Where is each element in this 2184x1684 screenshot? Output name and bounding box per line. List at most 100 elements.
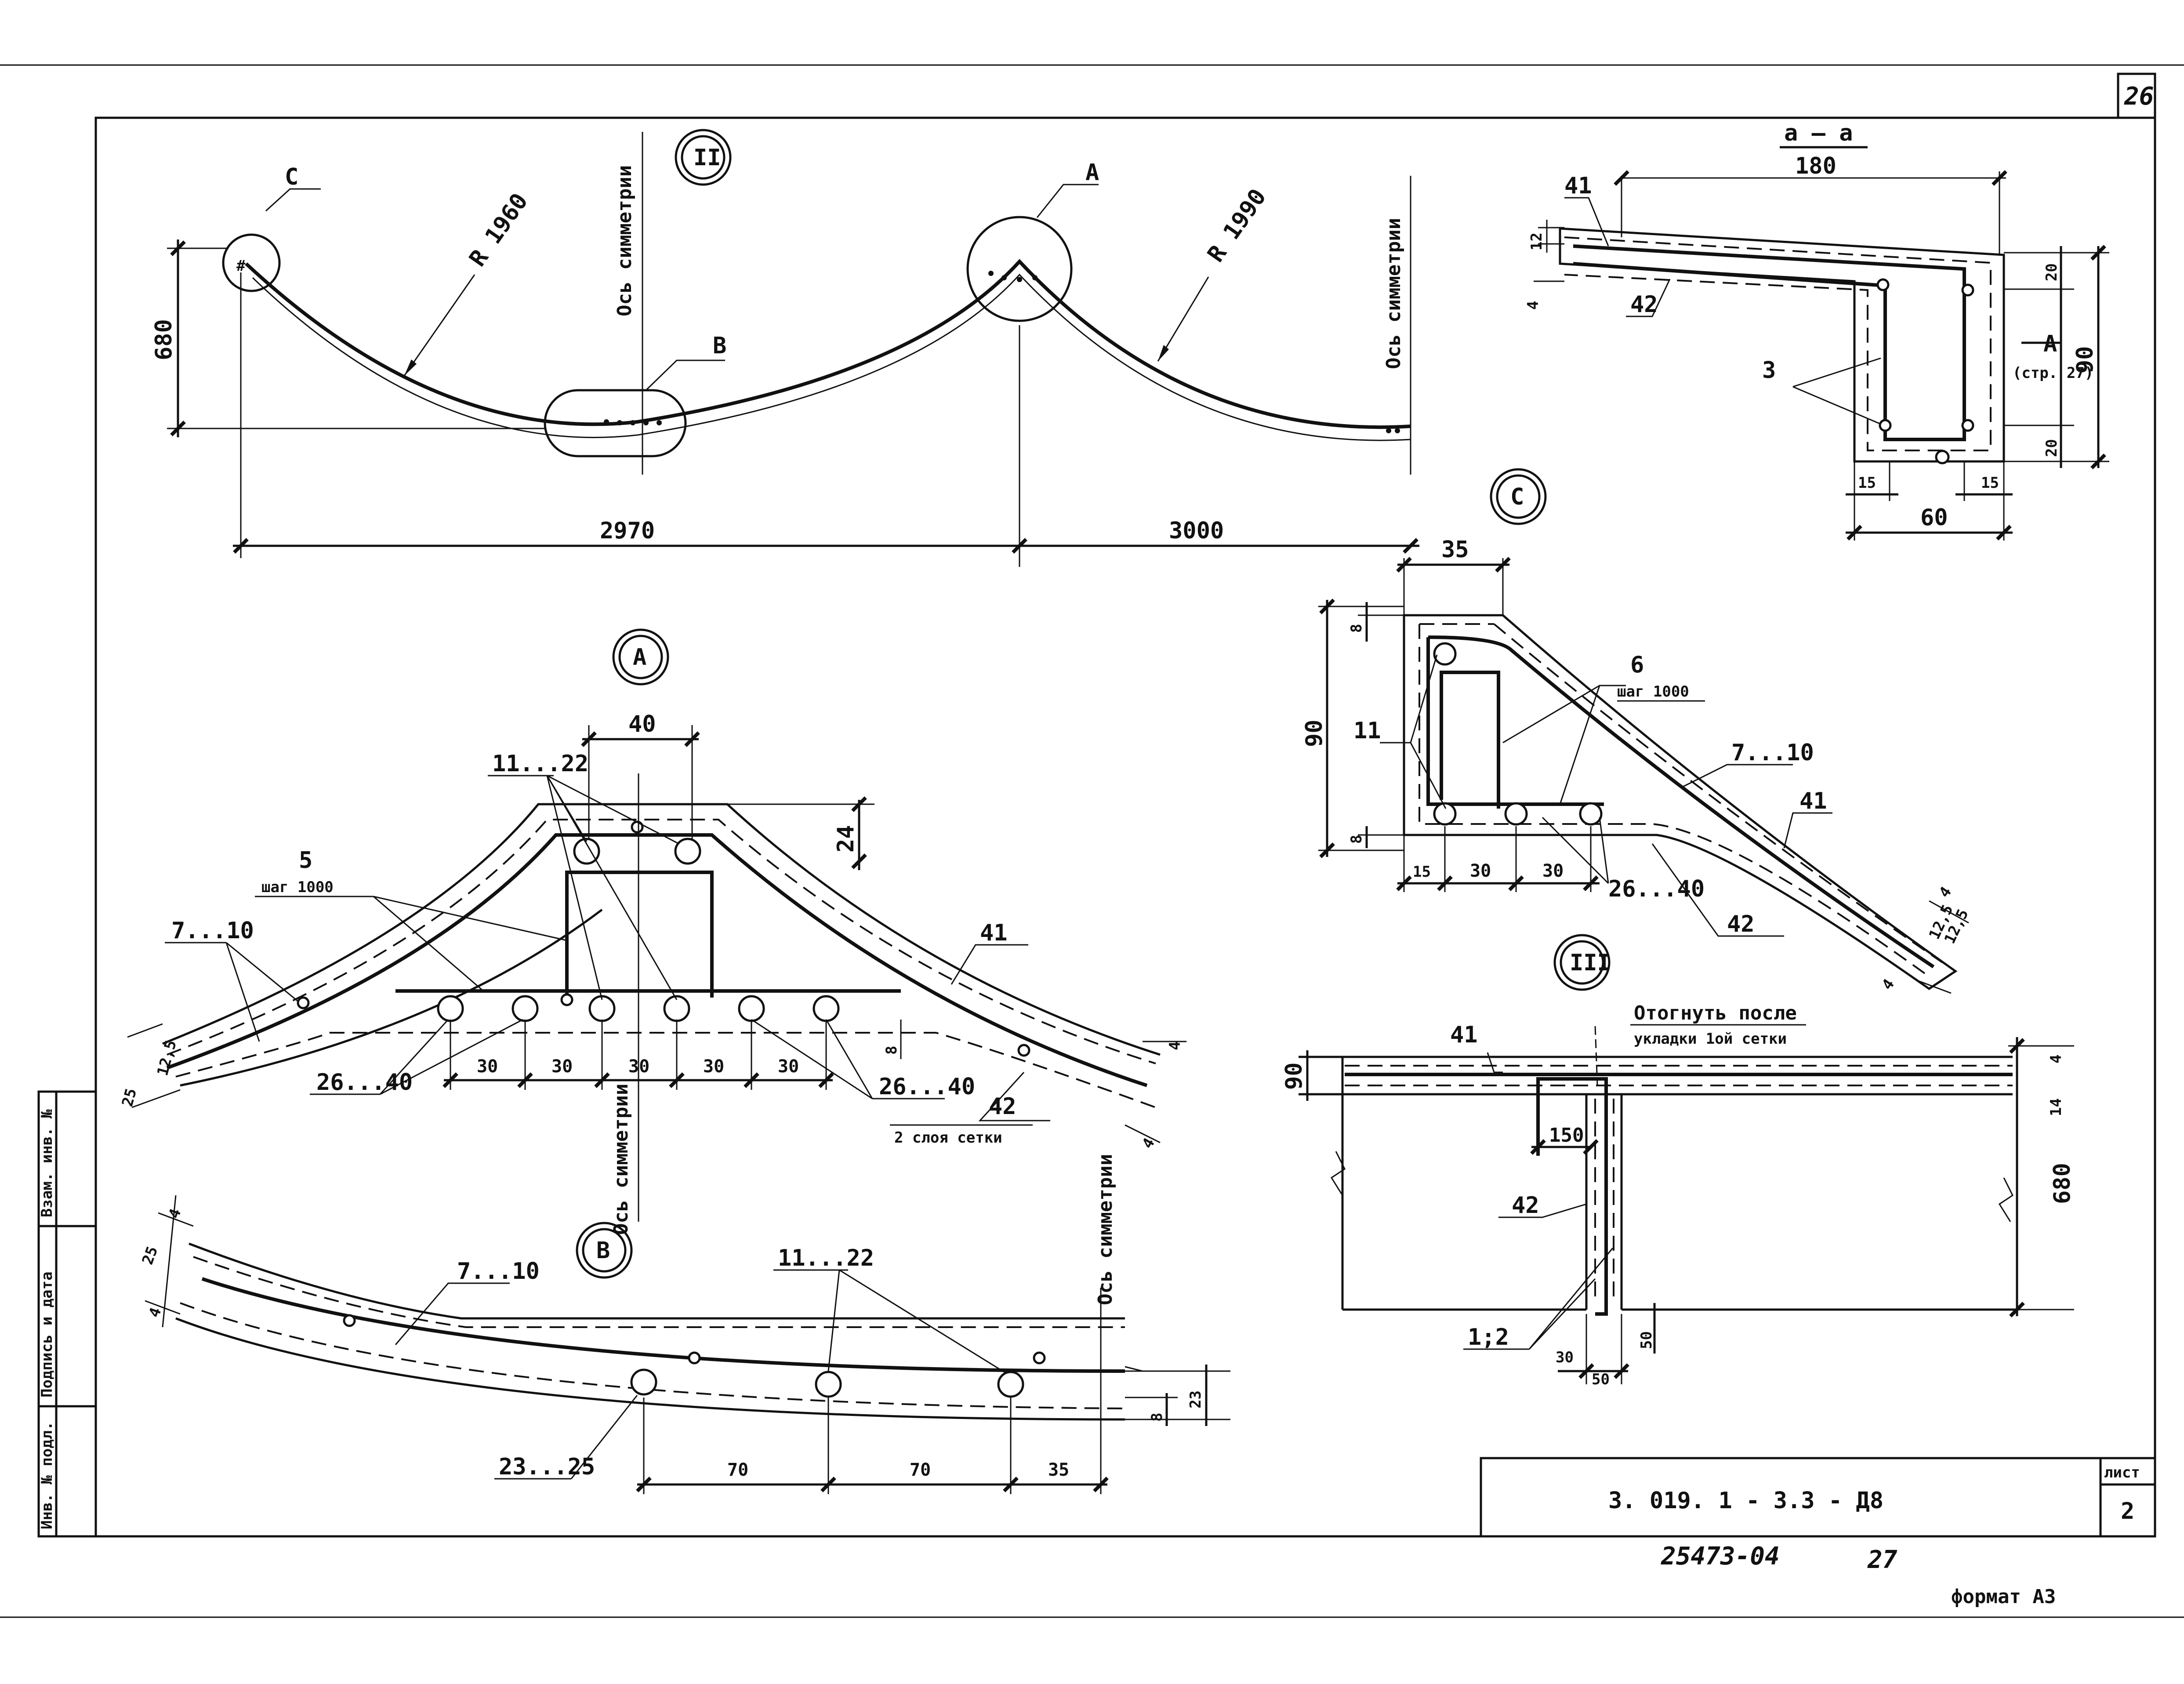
detail-a: А 40 24 Ось симметрии 11...22 <box>119 628 1186 1235</box>
detail-c-label-42: 42 <box>1727 911 1755 937</box>
detail-a-badge: А <box>633 644 646 671</box>
callout-c: С <box>285 164 298 190</box>
section-aa-label-42: 42 <box>1630 291 1658 318</box>
detail-a-label-5: 5 <box>299 847 312 874</box>
section-aa-label-3: 3 <box>1762 357 1776 384</box>
view-main-symmetry-2: Ось симметрии <box>1382 218 1405 369</box>
detail-b-dim-70-a: 70 <box>727 1460 748 1480</box>
archive-number: 25473-04 <box>1661 1542 1780 1571</box>
detail-c-label-41: 41 <box>1799 788 1827 814</box>
view-main-span-2: 3000 <box>1169 518 1224 544</box>
detail-a-dim-40: 40 <box>628 711 656 737</box>
detail-b-dim-25: 25 <box>139 1244 162 1267</box>
view-main-symmetry-1: Ось симметрии <box>613 165 636 316</box>
detail-c: С 35 90 8 8 <box>1301 468 1972 994</box>
stamp-col-1: Инв. № подл. <box>38 1421 56 1529</box>
detail-a-label-11-22: 11...22 <box>492 751 588 777</box>
section-aa: а — а 180 12 4 41 42 3 <box>1524 120 2109 541</box>
detail-c-dim-30-b: 30 <box>1542 861 1564 881</box>
detail-iii-badge: III <box>1570 950 1611 976</box>
section-aa-dim-4: 4 <box>1524 301 1542 310</box>
detail-a-dim-30-1: 30 <box>477 1056 498 1077</box>
detail-c-label-26-40: 26...40 <box>1608 876 1705 902</box>
detail-b-dim-35: 35 <box>1048 1460 1069 1480</box>
detail-c-badge: С <box>1510 484 1524 510</box>
detail-a-dim-30-4: 30 <box>703 1056 724 1077</box>
callout-a: А <box>1085 160 1099 186</box>
detail-c-dim-4-b: 4 <box>1879 976 1898 993</box>
detail-b-dim-23: 23 <box>1187 1390 1204 1408</box>
doc-code: 3. 019. 1 - 3.3 - Д8 <box>1608 1488 1883 1514</box>
section-aa-ref-a: А <box>2043 331 2057 357</box>
radius-2: R 1990 <box>1202 184 1271 267</box>
detail-a-label-7-10: 7...10 <box>171 918 254 944</box>
detail-c-dim-15: 15 <box>1413 863 1431 881</box>
list-label: лист <box>2104 1464 2140 1481</box>
detail-a-label-26-40-left: 26...40 <box>316 1069 413 1096</box>
detail-b-label-7-10: 7...10 <box>457 1258 540 1285</box>
sheet-frame: 26 <box>0 64 2184 1618</box>
detail-a-dim-30-5: 30 <box>778 1056 799 1077</box>
detail-iii-label-42: 42 <box>1512 1192 1539 1219</box>
detail-a-dim-30-2: 30 <box>551 1056 573 1077</box>
detail-b: В Ось симметрии 7...10 11...22 23...25 <box>139 1154 1230 1494</box>
section-aa-ref-page: (стр. 27) <box>2013 364 2093 382</box>
detail-a-label-5-step: шаг 1000 <box>261 878 334 896</box>
page-number: 26 <box>2124 82 2154 111</box>
side-stamp: Инв. № подл. Подпись и дата Взам. инв. № <box>37 1090 97 1538</box>
stamp-col-3: Взам. инв. № <box>38 1109 56 1217</box>
detail-iii-note-2: укладки 1ой сетки <box>1634 1030 1787 1048</box>
detail-a-label-42: 42 <box>989 1093 1016 1120</box>
view-main: II # Ось симметрии Ось симметрии С А В R… <box>151 129 1419 567</box>
detail-iii-dim-4: 4 <box>2047 1055 2065 1063</box>
section-aa-dim-12: 12 <box>1528 232 1545 250</box>
section-aa-dim-20-top: 20 <box>2043 263 2061 281</box>
detail-iii-dim-30: 30 <box>1556 1349 1574 1366</box>
detail-b-label-23-25: 23...25 <box>499 1454 595 1480</box>
detail-c-dim-4-a: 4 <box>1936 883 1955 901</box>
section-aa-dim-right: 90 <box>2072 346 2098 374</box>
detail-a-label-42-note: 2 слоя сетки <box>894 1129 1002 1147</box>
detail-c-label-7-10: 7...10 <box>1731 740 1814 766</box>
callout-b: В <box>713 333 726 359</box>
detail-c-dim-30-a: 30 <box>1470 861 1491 881</box>
list-number: 2 <box>2121 1498 2134 1524</box>
detail-b-label-11-22: 11...22 <box>778 1245 874 1271</box>
radius-1: R 1960 <box>464 189 533 271</box>
detail-iii-label-41: 41 <box>1450 1022 1478 1048</box>
svg-text:#: # <box>236 257 246 275</box>
view-main-badge: II <box>693 145 721 171</box>
detail-a-dim-12-5: 12,5 <box>154 1038 180 1078</box>
section-aa-label-41: 41 <box>1564 173 1592 199</box>
detail-c-label-11: 11 <box>1353 718 1381 744</box>
section-aa-dim-20-bot: 20 <box>2043 439 2061 457</box>
detail-a-dim-8: 8 <box>883 1046 900 1055</box>
detail-a-symmetry: Ось симметрии <box>610 1084 632 1235</box>
detail-iii-dim-150: 150 <box>1549 1124 1584 1147</box>
section-aa-dim-60: 60 <box>1920 504 1948 531</box>
section-aa-dim-15-right: 15 <box>1981 474 1999 492</box>
section-aa-dim-15-left: 15 <box>1858 474 1876 492</box>
detail-iii-dim-90: 90 <box>1281 1062 1307 1090</box>
detail-iii-dim-50-a: 50 <box>1592 1371 1610 1388</box>
detail-c-label-6: 6 <box>1630 652 1644 678</box>
detail-iii-dim-680: 680 <box>2049 1163 2075 1204</box>
detail-a-label-26-40-right: 26...40 <box>879 1074 975 1100</box>
stamp-col-2: Подпись и дата <box>38 1271 56 1397</box>
section-aa-title: а — а <box>1784 120 1853 146</box>
detail-b-badge: В <box>596 1238 610 1264</box>
title-block: 3. 019. 1 - 3.3 - Д8 лист 2 <box>1480 1457 2156 1538</box>
detail-a-dim-4: 4 <box>1166 1042 1184 1050</box>
detail-c-dim-8-bot: 8 <box>1348 835 1365 844</box>
detail-a-dim-30-3: 30 <box>628 1056 649 1077</box>
section-aa-dim-top: 180 <box>1795 153 1836 179</box>
view-main-height: 680 <box>151 319 177 360</box>
detail-c-dim-35: 35 <box>1441 537 1469 563</box>
view-main-span-1: 2970 <box>600 518 655 544</box>
detail-b-dim-70-b: 70 <box>910 1460 931 1480</box>
svg-text:4: 4 <box>1139 1135 1158 1152</box>
detail-iii-label-1-2: 1;2 <box>1468 1324 1509 1350</box>
detail-iii-dim-50-b: 50 <box>1638 1331 1655 1349</box>
detail-b-symmetry: Ось симметрии <box>1094 1154 1117 1305</box>
